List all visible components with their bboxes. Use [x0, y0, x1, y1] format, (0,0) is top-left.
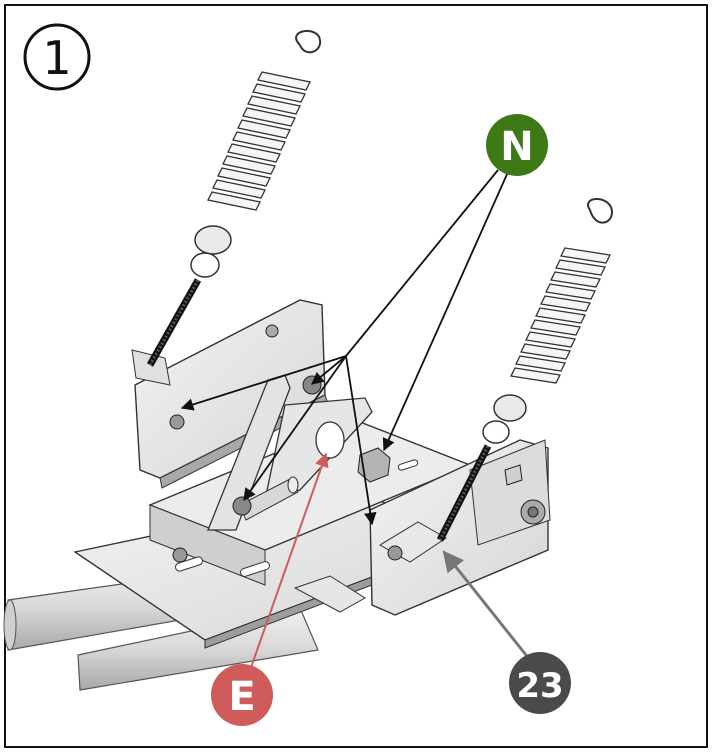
step-number-badge: 1	[23, 23, 91, 91]
callout-e-text: E	[228, 674, 255, 720]
callout-23-badge: 23	[509, 652, 571, 714]
callout-n-text: N	[500, 124, 533, 170]
spring-icon	[146, 29, 322, 367]
e-leader-line	[247, 452, 329, 677]
step-number-text: 1	[42, 31, 71, 85]
callout-e-badge: E	[211, 664, 273, 726]
nut-hardware	[169, 324, 546, 563]
spring-icon	[436, 198, 614, 542]
n-leader-lines	[180, 169, 509, 526]
part-23-leader-line	[442, 550, 532, 661]
callout-23-text: 23	[516, 666, 563, 706]
callout-n-badge: N	[486, 114, 548, 176]
bracket-assembly-icon	[131, 299, 551, 616]
